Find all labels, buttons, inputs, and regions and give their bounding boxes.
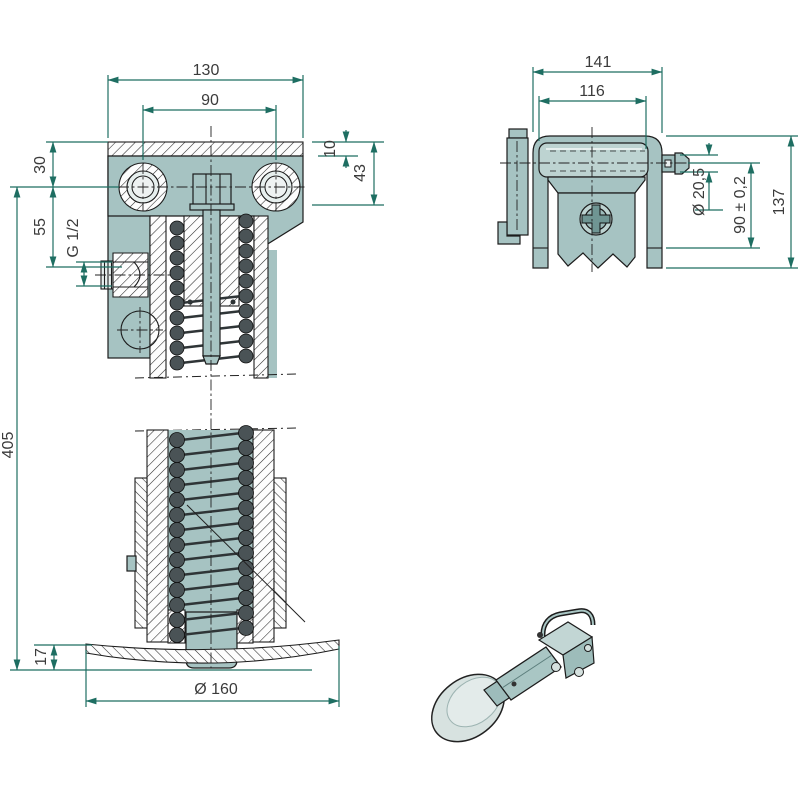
guide-sleeve-right [219,215,240,307]
support-plate [497,128,529,245]
leader-line [186,504,306,623]
iso-bolt-1 [551,662,561,672]
dim-plate-to-axis-label: 30 [32,156,49,174]
dim-port-thread-label: G 1/2 [65,218,82,257]
outer-sleeve-left [134,477,148,629]
dim-pivot-spacing-label: 90 [201,92,219,109]
tube-wall-right [253,215,269,379]
dim-inner-width-label: 116 [579,83,605,100]
spring-lower-wires [169,425,254,643]
dim-foot-diameter-label: Ø 160 [194,681,238,698]
dim-axis-to-base-label: 90 ± 0,2 [732,176,749,234]
outer-sleeve-right [273,477,287,629]
lower-wall-right [252,429,275,643]
dim-axis-to-port-label: 55 [32,218,49,236]
dim-foot-rim-label: 17 [33,648,50,666]
spring-lower-coils [180,431,243,637]
iso-bolt-3 [584,644,592,652]
centerlines-side [500,127,702,272]
pivot-tube [538,142,649,178]
dim-pin-diameter-label: Ø 20,5 [691,168,708,216]
dim-overall-height-label: 405 [0,432,17,459]
front-section-view: 130 90 10 43 30 55 [0,62,384,707]
dim-side-height-label: 137 [771,189,788,216]
lower-wall-left [146,429,169,643]
iso-clip-end [537,632,543,638]
dimensions-front: 130 90 10 43 30 55 [0,62,384,707]
side-view: 141 116 Ø 20,5 90 ± 0,2 137 [497,54,798,272]
lock-pin [661,152,690,175]
sleeve-lug [126,555,137,572]
isometric-view [431,608,596,743]
dimensions-side: 141 116 Ø 20,5 90 ± 0,2 137 [532,54,798,269]
centerlines-front [95,126,305,668]
hex-bolt-head [189,173,235,211]
iso-bolt-2 [574,667,584,677]
dim-side-width-label: 141 [585,54,612,71]
sleeve-pin-right [230,299,236,305]
cross-bolt [579,202,613,236]
outer-wall-strip [268,250,277,378]
spring-upper-wires [169,213,254,371]
dim-overall-width-label: 130 [193,62,220,79]
dim-head-height-label: 43 [352,164,369,182]
top-plate-section [107,141,304,157]
break-line-upper [134,373,299,379]
iso-pin-hole [511,681,517,687]
guide-sleeve-left [183,215,204,307]
bolt-shaft [202,209,221,365]
dim-plate-thickness-label: 10 [322,140,339,158]
tube-wall-left [149,215,167,379]
